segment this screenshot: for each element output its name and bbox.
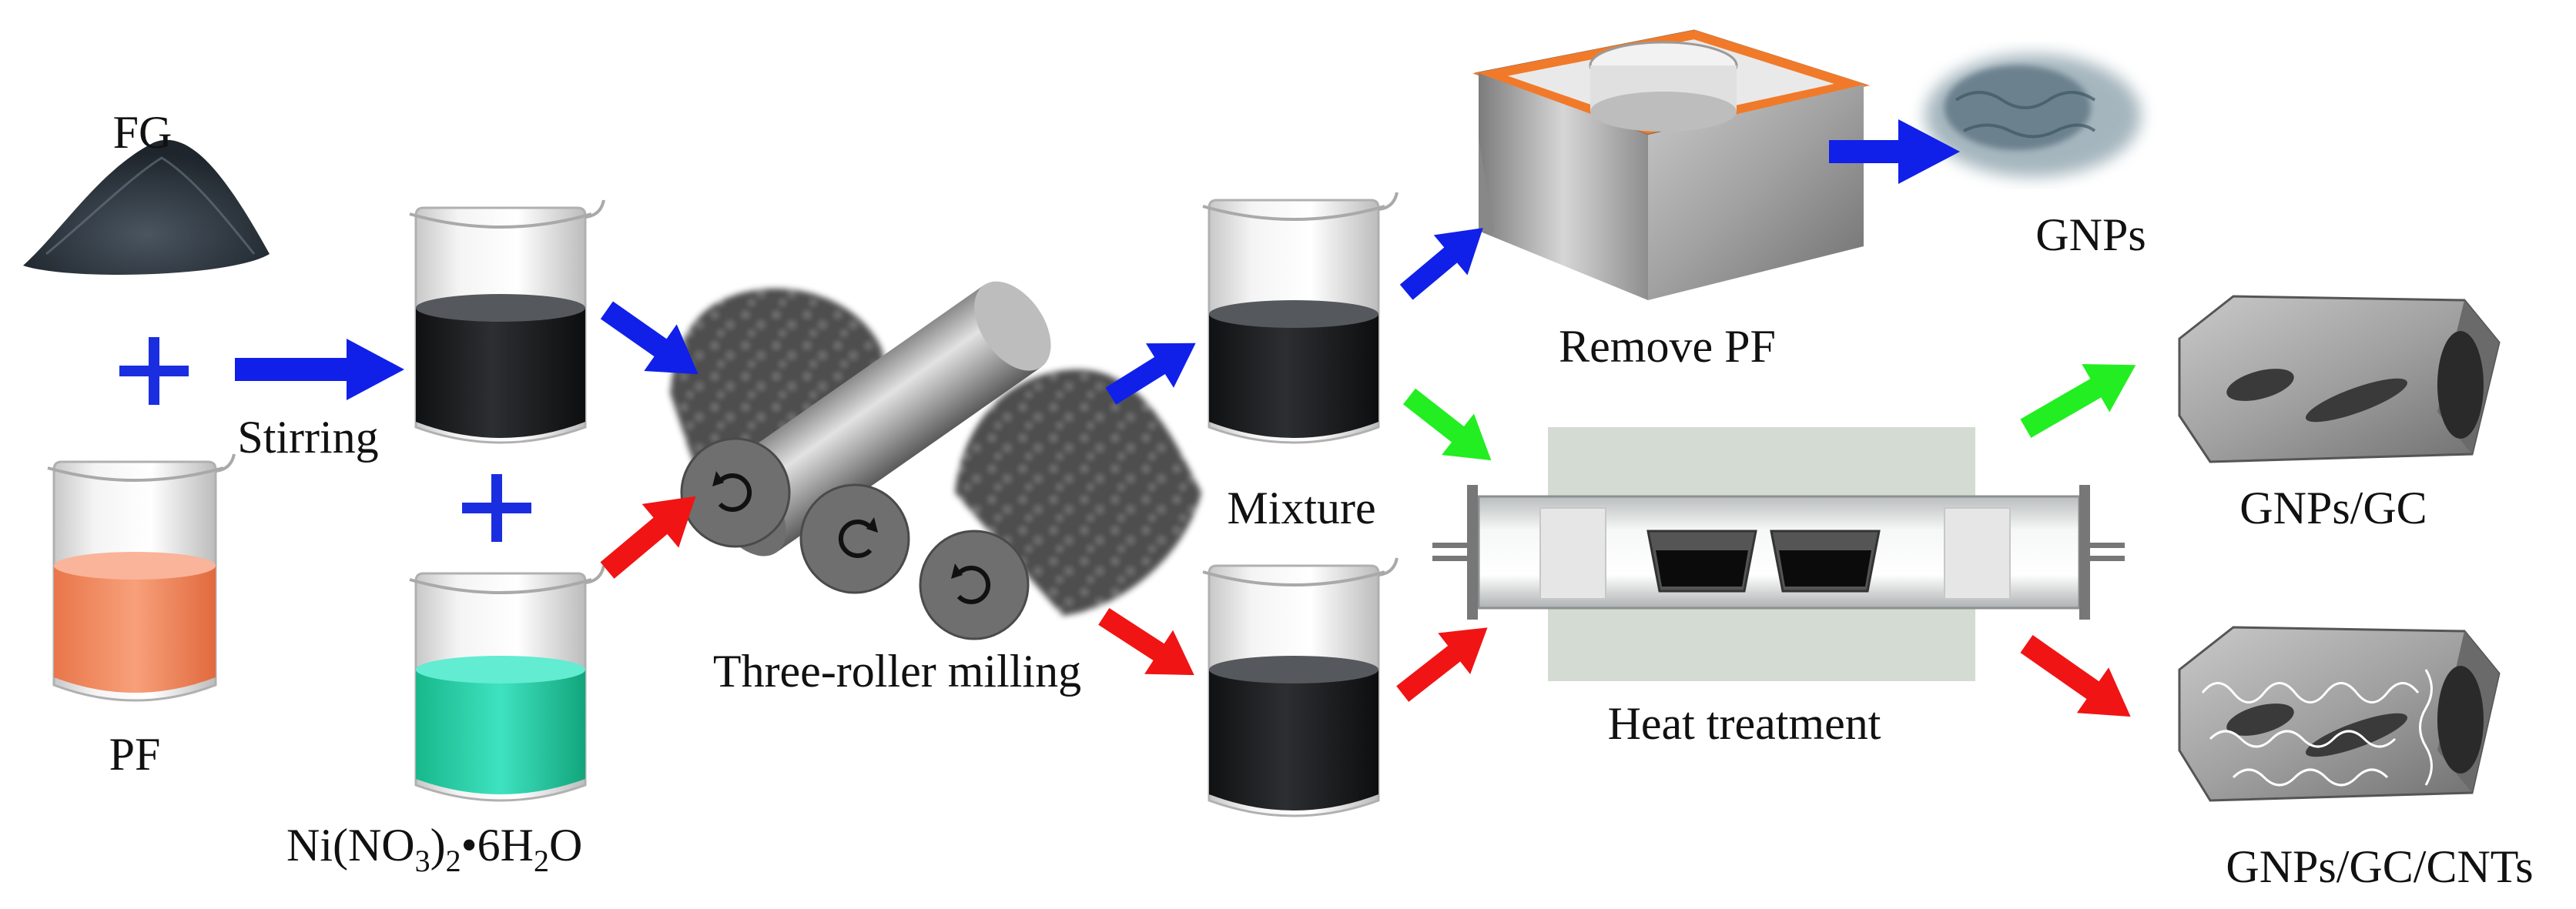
label-mixture: Mixture [1227, 483, 1375, 533]
ni-formula-part: O [549, 820, 582, 871]
label-gnps-gc: GNPs/GC [2239, 483, 2427, 533]
label-three-roller-milling: Three-roller milling [713, 646, 1081, 697]
three-roller-mill [670, 281, 1201, 640]
remove-pf-crucible [1472, 29, 1871, 300]
arrow-blue-to-gnps [1829, 119, 1960, 184]
fg-graphite-pile [23, 139, 270, 275]
arrow-red-to-furnace [1396, 627, 1488, 702]
ni-formula-part: Ni(NO [286, 820, 415, 871]
roller-right [919, 530, 1030, 640]
arrow-red-to-lower-beaker [1098, 607, 1194, 676]
gnps-gc-slab [2178, 295, 2501, 463]
stirring-beaker [409, 199, 605, 444]
ni-formula-subscript: 2 [446, 844, 461, 878]
arrow-green-to-gnps-gc [2020, 364, 2136, 438]
arrow-green-to-furnace [1402, 388, 1492, 461]
plus-icon [462, 474, 531, 542]
gnps-flakes [1925, 54, 2141, 177]
roller-left [680, 437, 791, 548]
gnps-gc-cnts-slab [2178, 626, 2501, 802]
label-pf: PF [109, 729, 161, 780]
plus-icon [119, 337, 189, 405]
label-stirring: Stirring [237, 412, 378, 463]
label-nickel-nitrate: Ni(NO3)2•6H2O [286, 820, 582, 878]
arrow-blue-to-mixture [1105, 343, 1196, 405]
ni-formula-part: •6H [461, 820, 534, 871]
label-gnps-gc-cnts: GNPs/GC/CNTs [2226, 841, 2533, 892]
label-remove-pf: Remove PF [1559, 321, 1776, 372]
arrow-blue-to-stirring [235, 339, 404, 400]
label-heat-treatment: Heat treatment [1608, 698, 1881, 749]
roller-middle [799, 483, 910, 594]
ni-formula-part: ) [430, 820, 446, 871]
mixture-beaker [1202, 192, 1399, 444]
arrow-red-to-mill [600, 496, 696, 579]
ni-formula-subscript: 2 [534, 844, 549, 878]
arrow-blue-to-mill [600, 301, 698, 375]
ni-mixture-beaker [1202, 557, 1399, 817]
nickel-nitrate-beaker [409, 565, 605, 802]
label-gnps: GNPs [2035, 209, 2146, 260]
ni-formula-subscript: 3 [415, 844, 430, 878]
label-fg: FG [113, 107, 173, 158]
pf-beaker [47, 453, 236, 702]
tube-furnace [1432, 427, 2125, 681]
arrow-blue-to-remove-pf [1399, 228, 1483, 300]
arrow-red-to-gnps-gc-cnts [2020, 635, 2131, 717]
